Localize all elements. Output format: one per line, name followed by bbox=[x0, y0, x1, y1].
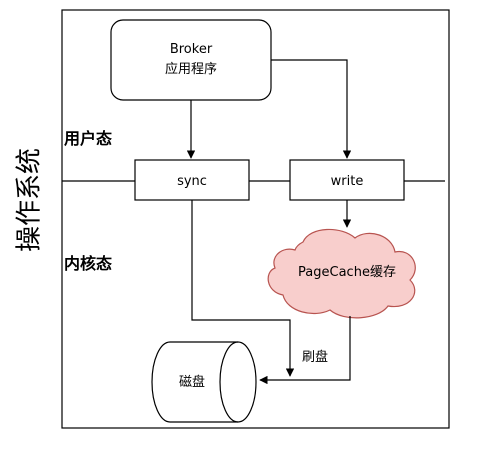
arrow-pagecache-to-disk bbox=[259, 316, 351, 385]
broker-box bbox=[110, 19, 272, 101]
sync-box bbox=[134, 159, 250, 201]
write-box bbox=[289, 159, 405, 201]
disk-end-curve bbox=[219, 341, 239, 423]
pagecache-label: PageCache缓存 bbox=[298, 265, 396, 280]
user-mode-label: 用户态 bbox=[64, 129, 112, 148]
kernel-mode-label: 内核态 bbox=[64, 254, 112, 273]
write-label: write bbox=[331, 174, 364, 189]
flush-label: 刷盘 bbox=[302, 349, 328, 365]
broker-title: Broker bbox=[170, 42, 213, 57]
broker-subtitle: 应用程序 bbox=[165, 61, 217, 77]
disk-label: 磁盘 bbox=[179, 374, 205, 390]
arrow-sync-to-disk bbox=[191, 200, 295, 377]
os-boundary bbox=[61, 9, 450, 429]
os-label: 操作系统 bbox=[15, 148, 45, 252]
pagecache-cloud bbox=[267, 228, 416, 319]
arrow-broker-to-write bbox=[271, 59, 352, 159]
sync-label: sync bbox=[177, 174, 207, 189]
